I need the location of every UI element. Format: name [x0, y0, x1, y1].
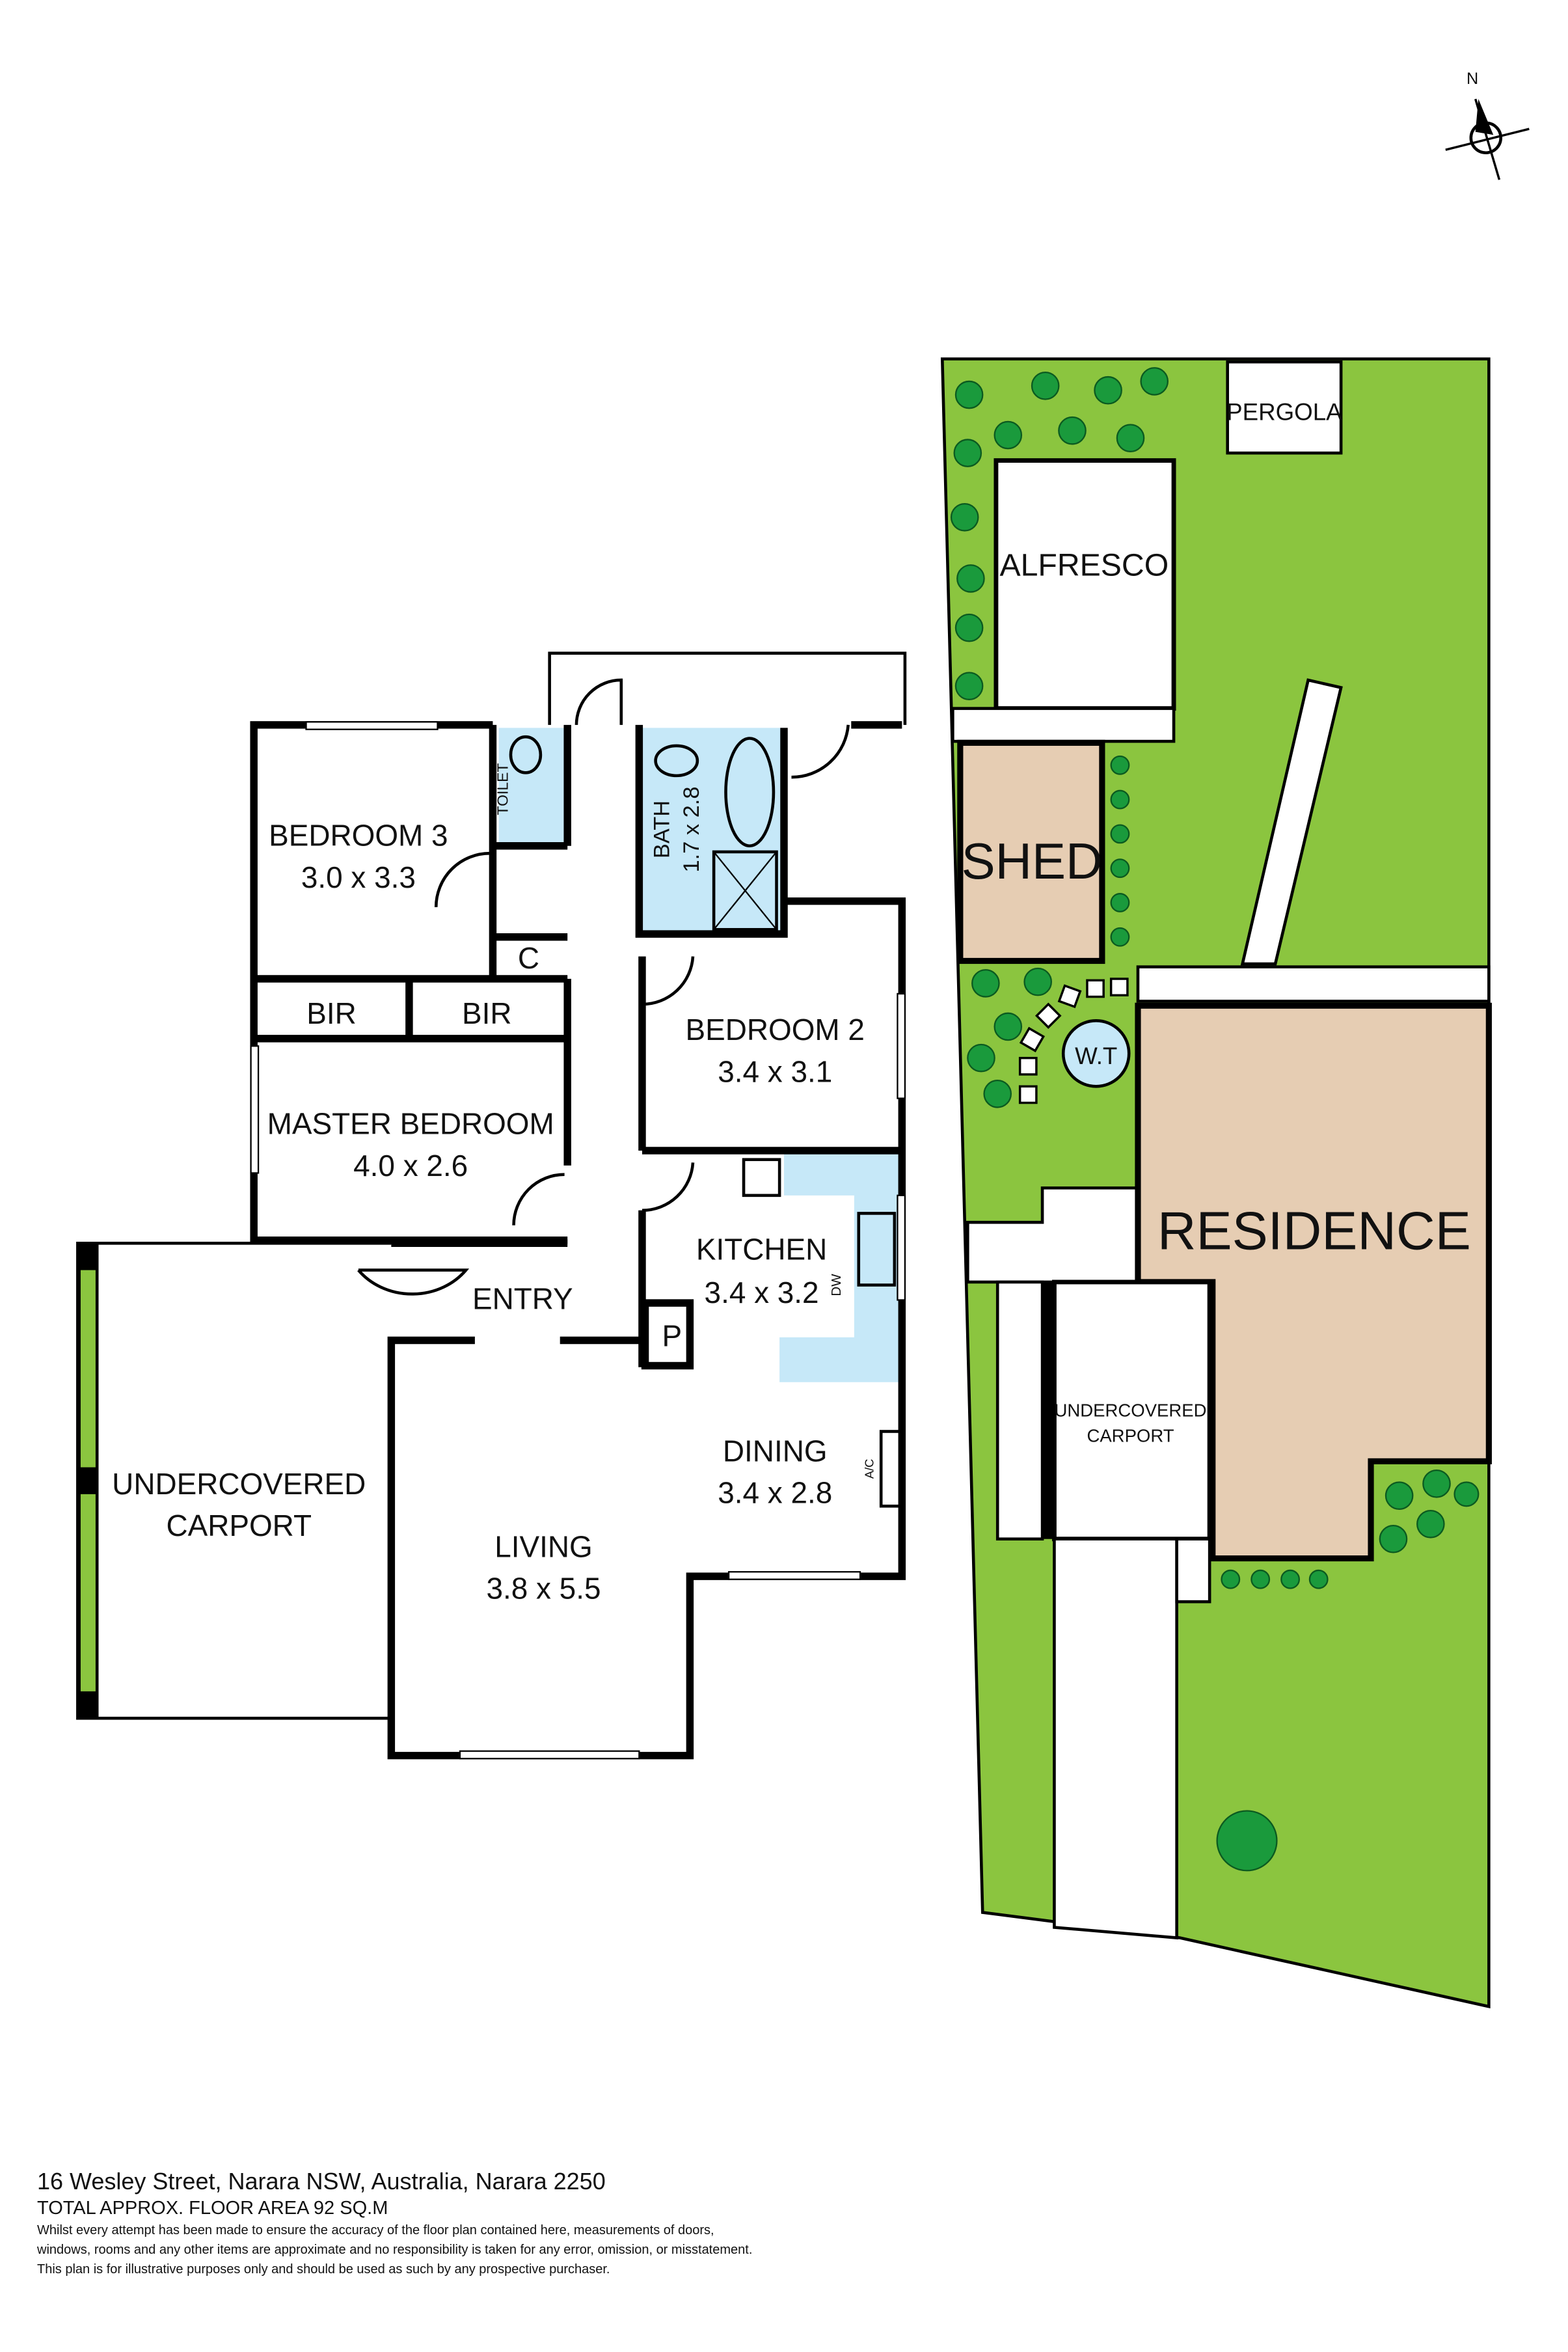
address: 16 Wesley Street, Narara NSW, Australia,…: [37, 2168, 606, 2195]
stepping-stones: [1018, 978, 1129, 1104]
kitchen-label: KITCHEN: [696, 1233, 827, 1266]
compass-icon: N: [1445, 70, 1530, 180]
entry-label: ENTRY: [472, 1281, 573, 1315]
toilet-area: [498, 728, 565, 846]
water-tank-label: W.T: [1075, 1043, 1117, 1069]
master-bedroom-size: 4.0 x 2.6: [353, 1149, 468, 1183]
bedroom2-size: 3.4 x 3.1: [718, 1054, 832, 1088]
living-label: LIVING: [494, 1529, 592, 1563]
bedroom2-label: BEDROOM 2: [686, 1013, 865, 1046]
site-carport-label-2: CARPORT: [1087, 1426, 1174, 1446]
closet-label: C: [518, 941, 539, 975]
disclaimer-line-2: windows, rooms and any other items are a…: [37, 2243, 753, 2257]
pergola: [1226, 360, 1343, 455]
compass-north-label: N: [1467, 70, 1478, 88]
alfresco-label: ALFRESCO: [999, 547, 1169, 582]
floor-plan: BEDROOM 3 3.0 x 3.3 TOILET BATH 1.7 x 2.…: [76, 651, 907, 1760]
master-bedroom-label: MASTER BEDROOM: [267, 1107, 554, 1141]
disclaimer-line-1: Whilst every attempt has been made to en…: [37, 2223, 714, 2237]
driveway: [1053, 1537, 1178, 1940]
bedroom3-size: 3.0 x 3.3: [301, 860, 416, 894]
bath-label: BATH: [649, 800, 674, 858]
dining-label: DINING: [723, 1434, 828, 1468]
dishwasher-label: DW: [829, 1274, 844, 1296]
bir1-label: BIR: [306, 996, 357, 1030]
toilet-label: TOILET: [494, 763, 511, 815]
cooktop-icon: [742, 1158, 781, 1197]
kitchen-bench: [740, 1153, 899, 1382]
water-tank: [1061, 1019, 1131, 1088]
shed-label: SHED: [962, 832, 1103, 890]
site-plan: PERGOLA ALFRESCO SHED W.T RESIDENCE UNDE…: [940, 357, 1492, 2009]
alfresco: [994, 458, 1176, 711]
site-carport: [1051, 1279, 1212, 1542]
ac-label: A/C: [863, 1459, 876, 1479]
bedroom3-label: BEDROOM 3: [269, 819, 448, 853]
residence-label: RESIDENCE: [1157, 1200, 1471, 1261]
footer: 16 Wesley Street, Narara NSW, Australia,…: [37, 2167, 752, 2279]
pantry-label: P: [662, 1319, 683, 1353]
disclaimer-line-3: This plan is for illustrative purposes o…: [37, 2262, 610, 2277]
sink-icon: [857, 1212, 897, 1287]
path: [1240, 678, 1343, 966]
bath-size: 1.7 x 2.8: [679, 787, 704, 873]
carport-label-2: CARPORT: [166, 1509, 312, 1542]
shed: [957, 739, 1105, 964]
shrubs: [950, 367, 1480, 1872]
dining-size: 3.4 x 2.8: [718, 1476, 832, 1510]
carport-label: UNDERCOVERED: [112, 1467, 366, 1501]
site-carport-label: UNDERCOVERED: [1054, 1401, 1206, 1421]
bir2-label: BIR: [462, 996, 511, 1030]
floor-area: TOTAL APPROX. FLOOR AREA 92 SQ.M: [37, 2198, 388, 2219]
kitchen-size: 3.4 x 3.2: [705, 1276, 819, 1309]
bath-area: [642, 728, 781, 933]
living-size: 3.8 x 5.5: [486, 1572, 601, 1606]
pergola-label: PERGOLA: [1226, 399, 1342, 426]
